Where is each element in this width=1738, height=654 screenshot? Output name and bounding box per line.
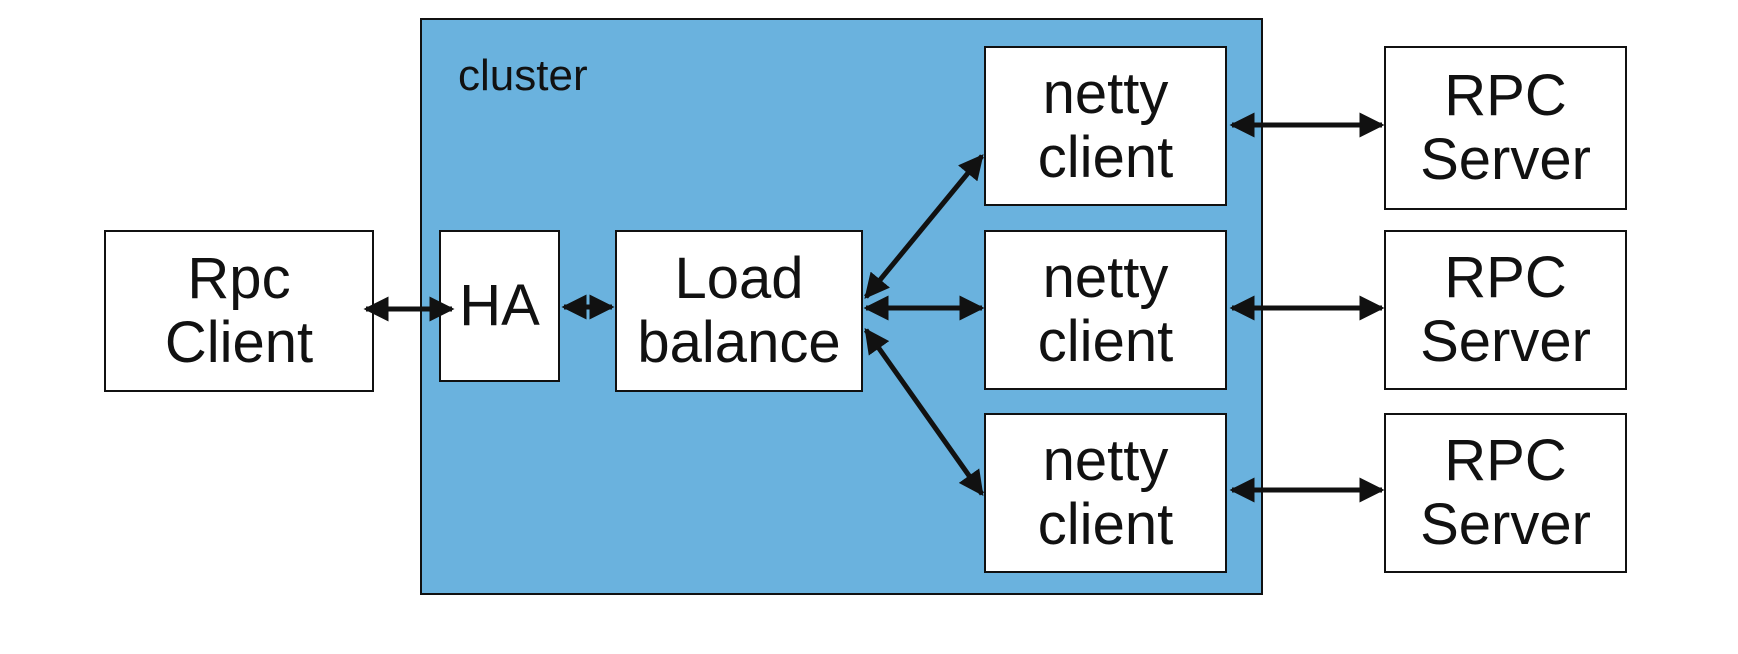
cluster-label: cluster bbox=[458, 51, 588, 100]
netty-client-2-line1: netty bbox=[1042, 245, 1169, 311]
ha-label: HA bbox=[459, 273, 540, 339]
load-balance-line1: Load bbox=[674, 246, 804, 312]
netty-client-1-line2: client bbox=[1037, 125, 1174, 190]
load-balance-node: Load balance bbox=[615, 230, 863, 392]
rpc-server-node-2: RPC Server bbox=[1384, 230, 1627, 390]
netty-client-3-line1: netty bbox=[1042, 428, 1169, 494]
rpc-client-node: Rpc Client bbox=[104, 230, 374, 392]
netty-client-2-line2: client bbox=[1037, 309, 1174, 374]
rpc-server-3-line1: RPC bbox=[1444, 428, 1567, 494]
netty-client-node-2: netty client bbox=[984, 230, 1227, 390]
arrow-load-balance-netty-1 bbox=[864, 154, 984, 299]
arrow-load-balance-netty-3 bbox=[863, 327, 985, 497]
rpc-server-1-line2: Server bbox=[1420, 127, 1591, 192]
load-balance-line2: balance bbox=[637, 310, 841, 375]
rpc-server-node-3: RPC Server bbox=[1384, 413, 1627, 573]
rpc-server-1-line1: RPC bbox=[1444, 63, 1567, 129]
rpc-server-3-line2: Server bbox=[1420, 492, 1591, 557]
netty-client-1-line1: netty bbox=[1042, 61, 1169, 127]
netty-client-node-1: netty client bbox=[984, 46, 1227, 206]
netty-client-node-3: netty client bbox=[984, 413, 1227, 573]
rpc-server-2-line1: RPC bbox=[1444, 245, 1567, 311]
rpc-client-line2: Client bbox=[164, 310, 314, 375]
rpc-server-node-1: RPC Server bbox=[1384, 46, 1627, 210]
rpc-client-line1: Rpc bbox=[187, 246, 291, 312]
rpc-server-2-line2: Server bbox=[1420, 309, 1591, 374]
netty-client-3-line2: client bbox=[1037, 492, 1174, 557]
